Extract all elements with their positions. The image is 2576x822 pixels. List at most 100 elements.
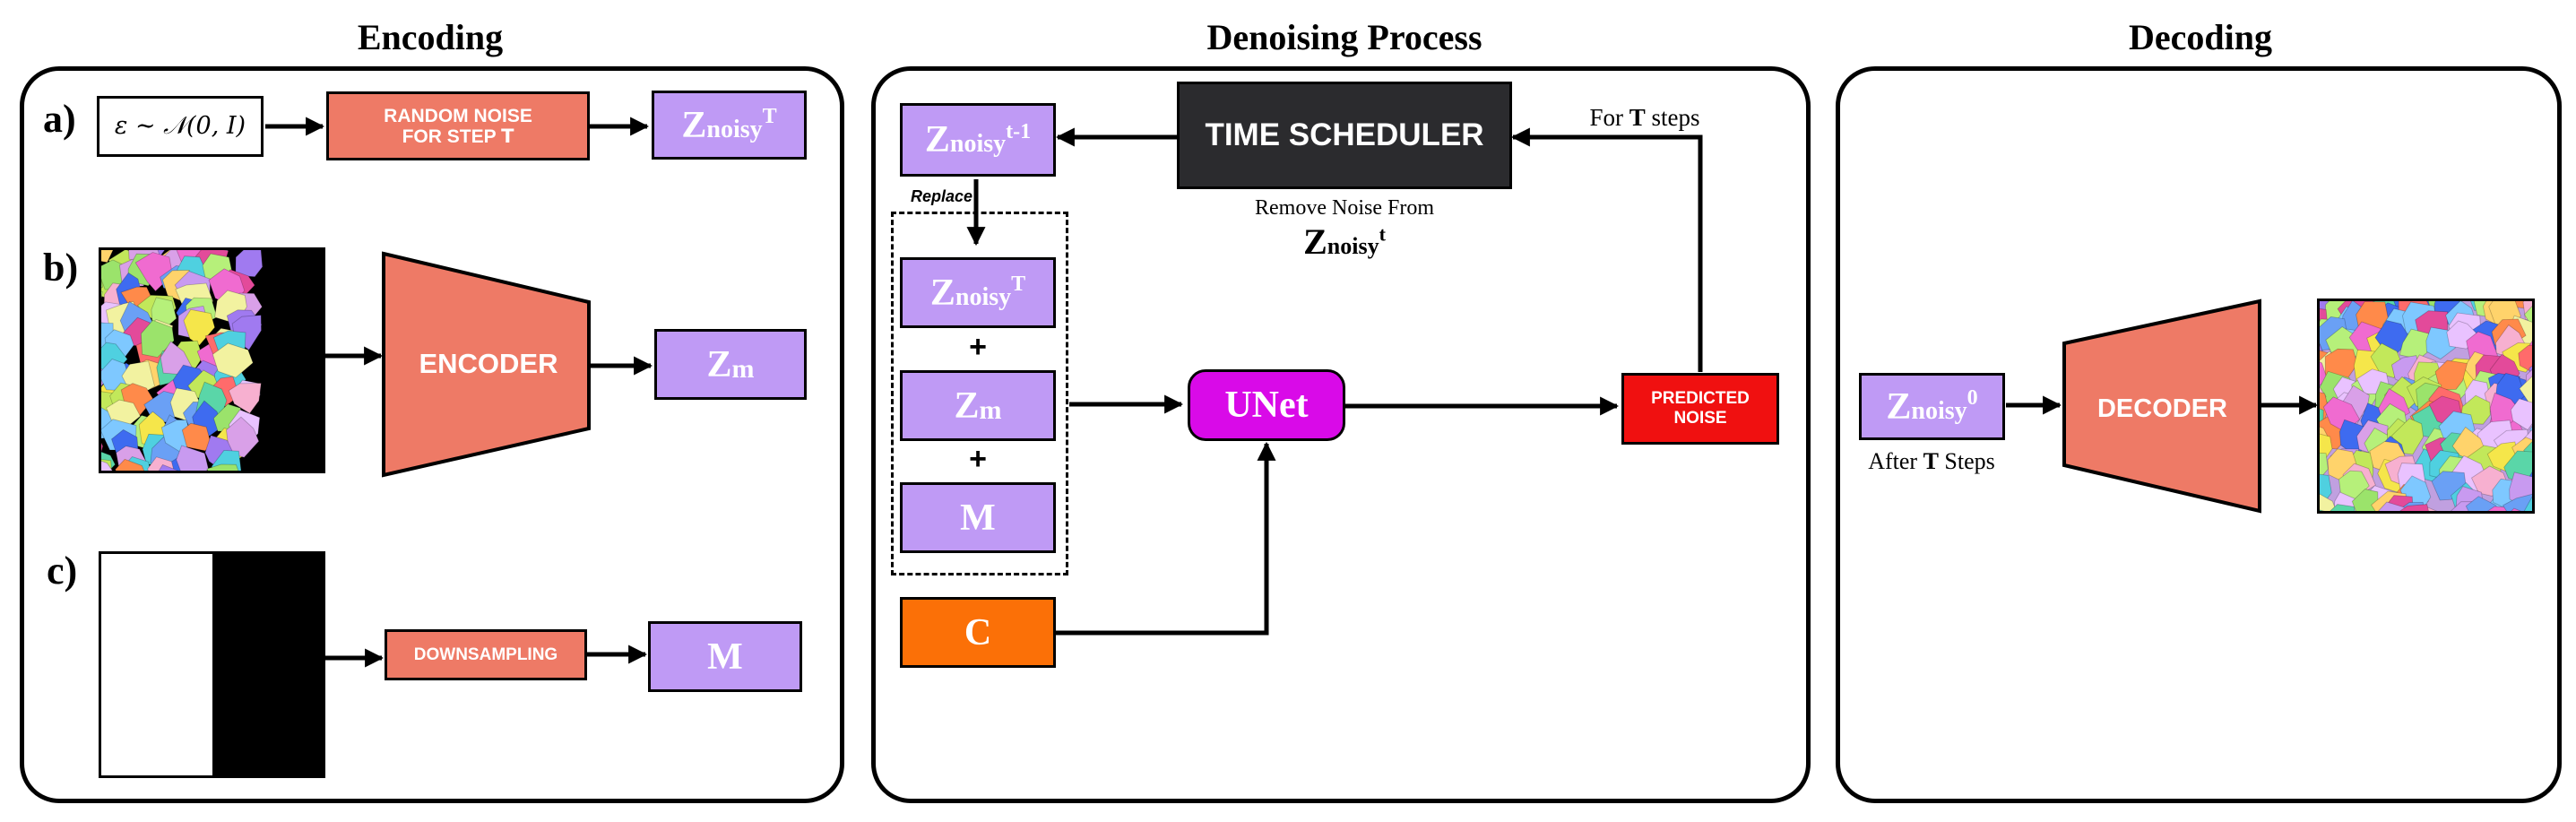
after-t-steps-label: After T Steps bbox=[1846, 448, 2017, 475]
predicted-noise-box: PREDICTED NOISE bbox=[1621, 373, 1779, 445]
denoising-title: Denoising Process bbox=[1206, 17, 1482, 57]
zm-subscript: m bbox=[979, 394, 1002, 425]
z-letter: Z bbox=[1886, 385, 1912, 428]
grain bbox=[2330, 504, 2356, 511]
mask-image bbox=[99, 551, 325, 778]
downsampling-box: DOWNSAMPLING bbox=[385, 629, 587, 680]
for-T: T bbox=[1629, 104, 1646, 131]
grain bbox=[140, 319, 175, 359]
z-superscript: T bbox=[1011, 273, 1026, 296]
mask-white-half bbox=[101, 554, 215, 775]
unet-input-stack bbox=[891, 212, 1068, 575]
m-stack: M bbox=[900, 482, 1056, 553]
random-noise-T: T bbox=[501, 125, 514, 147]
grain bbox=[2502, 493, 2532, 511]
z-subscript: noisy bbox=[706, 115, 763, 143]
condition-c-box: C bbox=[900, 597, 1056, 668]
grain bbox=[2523, 496, 2532, 511]
after-suffix: Steps bbox=[1944, 448, 1995, 474]
grain bbox=[2434, 359, 2468, 391]
for-prefix: For bbox=[1589, 104, 1623, 131]
z-letter: Z bbox=[929, 272, 955, 314]
grain bbox=[2320, 452, 2329, 480]
z-superscript: t-1 bbox=[1006, 119, 1032, 143]
decoding-title: Decoding bbox=[2129, 17, 2272, 57]
grain bbox=[101, 441, 104, 454]
for-suffix: steps bbox=[1651, 104, 1700, 131]
z-subscript: noisy bbox=[955, 282, 1012, 311]
grain bbox=[2320, 509, 2325, 511]
grain bbox=[2327, 299, 2356, 300]
grain bbox=[2347, 513, 2382, 514]
z-superscript: T bbox=[762, 105, 777, 128]
grain bbox=[226, 472, 262, 473]
grain bbox=[2320, 493, 2337, 511]
reconstructed-microstructure-image bbox=[2317, 299, 2535, 514]
grain bbox=[101, 250, 114, 264]
z-superscript: t bbox=[1379, 222, 1386, 246]
z-subscript: noisy bbox=[1911, 396, 1967, 425]
random-noise-for-step: FOR STEP bbox=[402, 125, 497, 147]
zm-letter: Z bbox=[706, 343, 732, 385]
grain bbox=[2510, 398, 2532, 431]
z-letter: Z bbox=[681, 104, 707, 146]
time-scheduler-box: TIME SCHEDULER bbox=[1177, 82, 1512, 189]
microstructure-grains bbox=[2320, 301, 2532, 511]
for-t-steps-label: For T steps bbox=[1546, 104, 1743, 132]
encoder-shape bbox=[382, 251, 591, 478]
zm-subscript: m bbox=[731, 353, 755, 384]
grain bbox=[158, 463, 179, 471]
grain bbox=[2518, 344, 2532, 373]
decoder-shape bbox=[2062, 299, 2261, 514]
decoder-label: DECODER bbox=[2096, 394, 2227, 423]
encoder-label: ENCODER bbox=[419, 348, 558, 379]
predicted-line1: PREDICTED bbox=[1651, 389, 1750, 408]
unet-box: UNet bbox=[1188, 369, 1345, 441]
grain bbox=[2519, 376, 2532, 406]
grain bbox=[228, 383, 262, 414]
z-subscript: noisy bbox=[1327, 233, 1379, 259]
grain bbox=[139, 472, 171, 473]
label-b: b) bbox=[43, 246, 79, 290]
grain bbox=[101, 290, 103, 300]
grain bbox=[101, 278, 104, 289]
z-letter: Z bbox=[924, 119, 950, 160]
grain bbox=[163, 472, 192, 473]
masked-microstructure-image bbox=[99, 247, 325, 473]
arrow-c-to-unet bbox=[1054, 441, 1276, 636]
z-superscript: 0 bbox=[1967, 386, 1978, 410]
label-c: c) bbox=[47, 549, 78, 593]
grain bbox=[181, 422, 212, 452]
grain bbox=[115, 458, 145, 471]
random-noise-box: RANDOM NOISE FOR STEP T bbox=[326, 91, 590, 160]
label-a: a) bbox=[43, 97, 76, 141]
after-T: T bbox=[1923, 448, 1939, 474]
plus-2: + bbox=[969, 442, 987, 476]
grain bbox=[176, 445, 210, 471]
remove-noise-znoisy-t: Znoisyt bbox=[1291, 221, 1398, 263]
predicted-line2: NOISE bbox=[1673, 409, 1727, 428]
noise-formula: ε ∼ 𝒩(0, I) bbox=[97, 96, 264, 157]
z-letter: Z bbox=[1303, 221, 1327, 262]
grain bbox=[183, 472, 220, 474]
grain bbox=[101, 460, 113, 471]
grain bbox=[226, 416, 260, 458]
random-noise-line2: FOR STEP T bbox=[402, 125, 514, 147]
encoding-title: Encoding bbox=[357, 17, 504, 57]
grain bbox=[212, 342, 254, 378]
plus-1: + bbox=[969, 330, 987, 364]
grain bbox=[2511, 507, 2521, 511]
random-noise-line1: RANDOM NOISE bbox=[384, 105, 532, 126]
replace-label: Replace bbox=[911, 187, 973, 205]
zm-letter: Z bbox=[954, 385, 980, 427]
grain bbox=[235, 250, 264, 278]
grain bbox=[206, 463, 239, 471]
grain bbox=[2317, 458, 2319, 498]
z-subscript: noisy bbox=[949, 130, 1007, 158]
